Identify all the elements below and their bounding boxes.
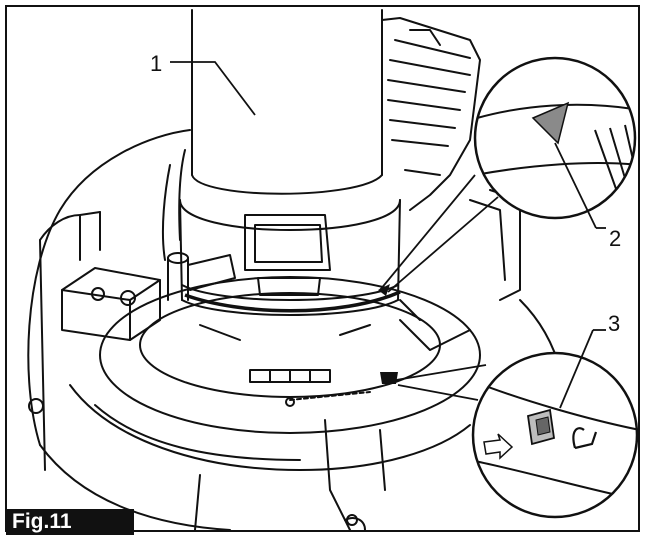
- machine-drawing: [27, 9, 567, 531]
- callout-1-label: 1: [150, 51, 163, 76]
- callout-1-leader: [170, 61, 256, 116]
- hook-marker: [380, 372, 398, 384]
- alignment-line: [184, 290, 401, 313]
- callout-2-label: 2: [609, 226, 622, 251]
- callout-3-label: 3: [608, 311, 621, 336]
- arrow-icon: [483, 433, 514, 460]
- figure-tag: Fig.11: [6, 509, 134, 535]
- base-marker-icon: [531, 101, 570, 145]
- zoom-circle-bottom: [471, 329, 639, 519]
- hook-icon: [572, 427, 598, 450]
- base-marker-icon: [378, 284, 390, 296]
- zoom-circle-top: [473, 56, 637, 229]
